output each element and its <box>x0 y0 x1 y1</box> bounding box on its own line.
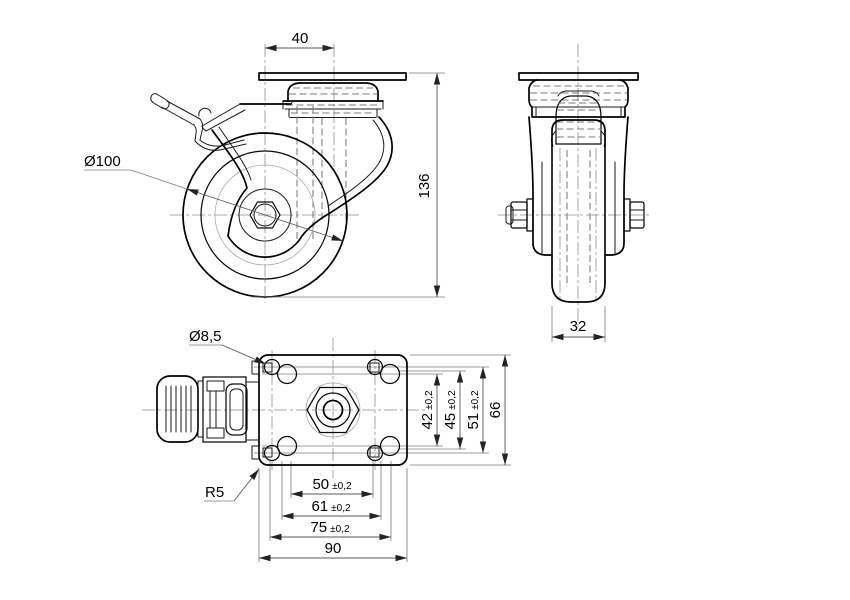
dim-wheel-diameter: Ø100 <box>84 153 121 170</box>
swivel-head-front <box>282 82 384 242</box>
dim-bolt-spacing-61: 61±0,2 <box>311 498 351 515</box>
mounting-plate-top <box>251 354 408 466</box>
dim-bolt-spacing-75: 75±0,2 <box>310 519 350 536</box>
top-plate-side <box>518 72 639 81</box>
wheel-side <box>551 119 606 303</box>
king-bolt-top <box>305 382 361 438</box>
dim-bolt-spacing-45: 45±0,2 <box>442 390 459 430</box>
top-view: 50±0,2 61±0,2 75±0,2 90 42±0,2 45±0,2 51… <box>142 328 511 562</box>
dim-bolt-spacing-51: 51±0,2 <box>465 390 482 430</box>
top-plate-front <box>258 72 407 81</box>
dim-plate-width: 90 <box>325 540 342 557</box>
front-view: 40 136 Ø100 <box>84 30 445 303</box>
dim-corner-radius: R5 <box>205 484 224 501</box>
dim-total-height: 136 <box>416 173 433 198</box>
axle-bolt-side <box>505 198 645 232</box>
dim-bolt-spacing-50: 50±0,2 <box>312 476 352 493</box>
brake-lever-front <box>150 93 247 151</box>
dim-swivel-offset: 40 <box>292 30 309 47</box>
brake-pedal-top <box>156 375 260 443</box>
dim-bolt-spacing-42: 42±0,2 <box>419 390 436 430</box>
dim-hole-diameter: Ø8,5 <box>189 328 222 345</box>
bolt-slots-top <box>262 358 401 462</box>
dim-wheel-width: 32 <box>570 318 587 335</box>
side-view: 32 <box>498 44 652 342</box>
dim-plate-depth: 66 <box>487 402 504 419</box>
bearing-cup-side <box>551 90 606 147</box>
fork-front <box>211 100 393 258</box>
fork-legs-side <box>528 116 629 256</box>
swivel-head-side <box>528 79 629 118</box>
